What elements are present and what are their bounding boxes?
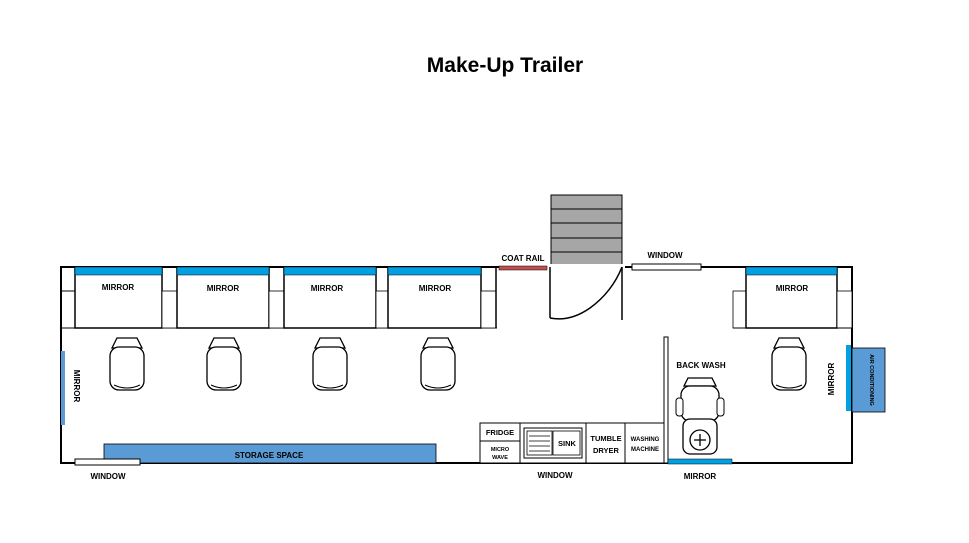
air-conditioning-label: AIR CONDITIONING: [868, 354, 874, 406]
window-top-label: WINDOW: [647, 251, 683, 260]
mirror-label-4: MIRROR: [419, 284, 452, 293]
washing-label: WASHING: [631, 437, 660, 443]
mirror-label-3: MIRROR: [311, 284, 344, 293]
micro-label: MICRO: [491, 447, 510, 453]
mirror-label-5: MIRROR: [776, 284, 809, 293]
window-bottom-left: [74, 458, 141, 466]
window-top: [631, 263, 702, 271]
window-bottom-mid-label: WINDOW: [537, 471, 573, 480]
mirror-bottom: [667, 458, 733, 465]
mirror-right-label: MIRROR: [827, 363, 836, 396]
mirror-right: [846, 345, 851, 411]
back-wash-label: BACK WASH: [676, 361, 726, 370]
page-title: Make-Up Trailer: [426, 54, 584, 77]
window-bottom-left-label: WINDOW: [90, 472, 126, 481]
stairs: [550, 194, 623, 268]
storage-space: [103, 443, 437, 464]
chair-1: [109, 337, 145, 391]
mirror-bottom-label: MIRROR: [684, 472, 717, 481]
machine-label: MACHINE: [631, 447, 659, 453]
chair-4: [420, 337, 456, 391]
chair-5: [771, 337, 807, 391]
wave-label: WAVE: [492, 455, 508, 461]
mirror-left: [61, 351, 65, 425]
mirror-station-right: [732, 266, 853, 329]
storage-space-label: STORAGE SPACE: [235, 451, 304, 460]
back-wash-chair: [675, 377, 725, 455]
mirror-label-2: MIRROR: [207, 284, 240, 293]
back-wash-partition: [663, 336, 669, 464]
mirror-left-label: MIRROR: [72, 370, 81, 403]
chair-2: [206, 337, 242, 391]
coat-rail-label: COAT RAIL: [502, 254, 545, 263]
tumble-label: TUMBLE: [590, 434, 621, 443]
mirror-stations: [61, 266, 497, 329]
utility-block: [479, 422, 665, 464]
chair-3: [312, 337, 348, 391]
air-conditioning: [851, 347, 886, 413]
entrance-door: [547, 264, 625, 320]
mirror-label-1: MIRROR: [102, 283, 135, 292]
coat-rail: [498, 265, 548, 271]
dryer-label: DRYER: [593, 446, 620, 455]
fridge-label: FRIDGE: [486, 428, 514, 437]
sink-label: SINK: [558, 439, 577, 448]
